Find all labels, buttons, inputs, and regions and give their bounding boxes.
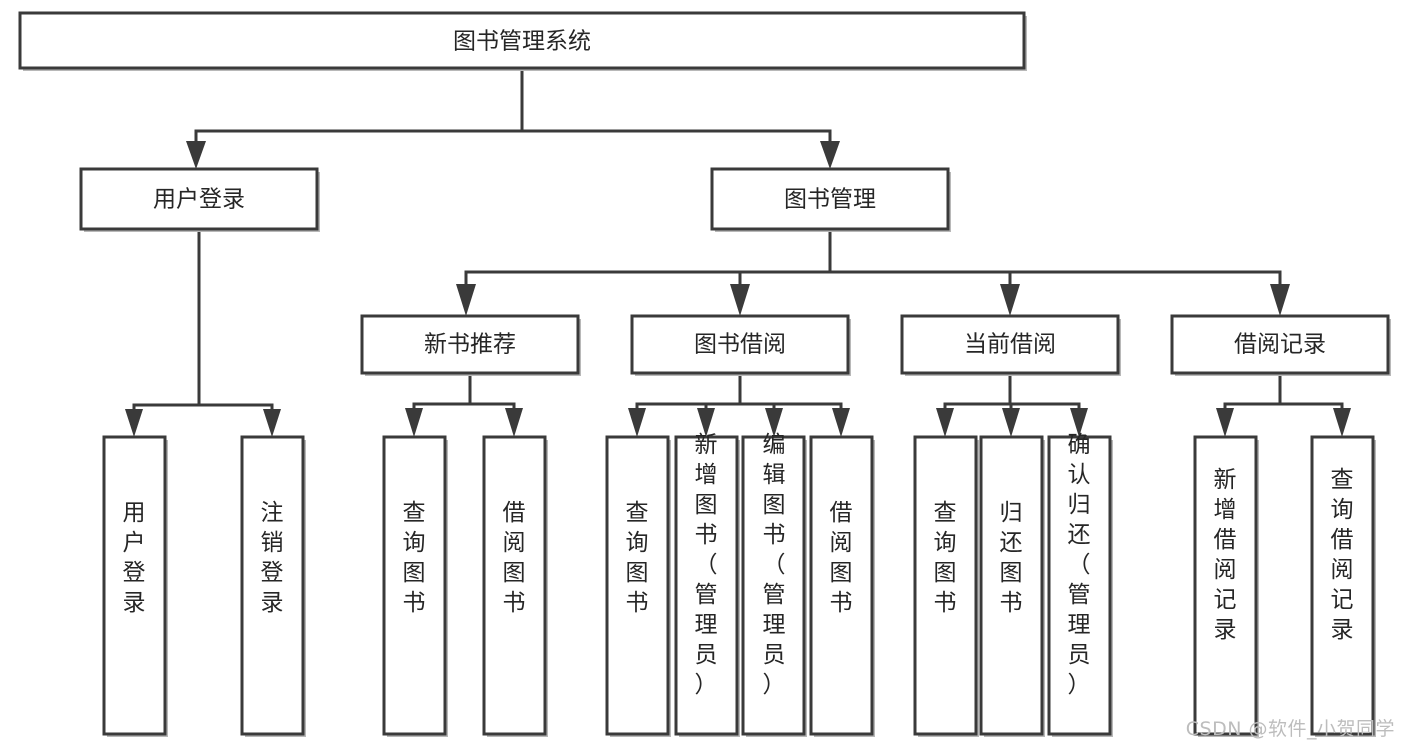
arrow-to-leaf-user-login (125, 409, 143, 437)
node-new-book-recommend-label: 新书推荐 (424, 332, 516, 358)
arrow-to-new-book-recommend (456, 284, 476, 316)
node-current-borrow-box (900, 314, 1120, 375)
arrow-to-leaf-query-book-2 (628, 408, 646, 437)
leaf-return-book[interactable]: 归还图书 (979, 435, 1045, 737)
node-new-book-recommend[interactable]: 新书推荐 (360, 314, 581, 376)
arrow-to-current-borrow (1000, 284, 1020, 316)
leaf-query-book-2-label: 查询图书 (626, 500, 649, 616)
node-borrow-record[interactable]: 借阅记录 (1170, 314, 1391, 376)
arrow-to-leaf-edit-book-admin (765, 408, 783, 437)
leaf-add-book-admin-box (674, 435, 739, 736)
leaf-user-logout-label: 注销登录 (261, 500, 284, 616)
leaf-borrow-book-2[interactable]: 借阅图书 (809, 435, 875, 737)
arrow-to-borrow-record (1270, 284, 1290, 316)
leaf-query-borrow-record-box (1310, 435, 1375, 736)
node-user-login-box (79, 167, 319, 231)
leaf-return-book-label: 归还图书 (1000, 500, 1023, 616)
arrow-to-leaf-confirm-return-admin (1070, 408, 1088, 437)
node-borrow-record-box (1170, 314, 1390, 375)
leaf-query-borrow-record[interactable]: 查询借阅记录 (1310, 435, 1376, 737)
node-book-management[interactable]: 图书管理 (710, 167, 951, 232)
leaf-confirm-return-admin-box (1047, 435, 1112, 736)
arrow-to-leaf-query-book-3 (936, 408, 954, 437)
leaf-borrow-book-1[interactable]: 借阅图书 (482, 435, 548, 737)
leaf-confirm-return-admin-label: 确认归还（管理员） (1068, 432, 1091, 698)
node-user-login-label: 用户登录 (153, 187, 245, 213)
leaf-add-book-admin[interactable]: 新增图书（管理员） (674, 432, 740, 737)
leaf-add-borrow-record-label: 新增借阅记录 (1214, 467, 1237, 643)
leaf-user-logout-box (240, 435, 305, 736)
root-node[interactable]: 图书管理系统 (18, 11, 1027, 71)
arrow-to-leaf-query-book-1 (405, 408, 423, 437)
root-node-box (18, 11, 1026, 70)
leaf-add-borrow-record-box (1193, 435, 1258, 736)
node-book-borrow-box (630, 314, 850, 375)
leaf-query-book-3-label: 查询图书 (934, 500, 957, 616)
leaf-edit-book-admin[interactable]: 编辑图书（管理员） (741, 432, 807, 737)
leaf-borrow-book-1-label: 借阅图书 (503, 500, 526, 616)
leaf-add-book-admin-label: 新增图书（管理员） (695, 432, 718, 698)
arrow-to-leaf-user-logout (263, 409, 281, 437)
leaf-query-book-2[interactable]: 查询图书 (605, 435, 671, 737)
leaf-return-book-box (979, 435, 1044, 736)
arrow-to-leaf-query-borrow-record (1333, 408, 1351, 437)
arrow-to-leaf-add-book-admin (697, 408, 715, 437)
node-book-management-box (710, 167, 950, 231)
arrow-to-leaf-add-borrow-record (1216, 408, 1234, 437)
node-current-borrow-label: 当前借阅 (964, 332, 1056, 358)
leaf-user-logout[interactable]: 注销登录 (240, 435, 306, 737)
leaf-borrow-book-2-label: 借阅图书 (830, 500, 853, 616)
leaf-user-login[interactable]: 用户登录 (102, 435, 168, 737)
connector-layer (125, 66, 1351, 437)
node-book-management-label: 图书管理 (784, 187, 876, 213)
leaf-add-borrow-record[interactable]: 新增借阅记录 (1193, 435, 1259, 737)
leaf-query-borrow-record-label: 查询借阅记录 (1331, 467, 1354, 643)
leaf-query-book-1-label: 查询图书 (403, 500, 426, 616)
arrow-to-book-borrow (730, 284, 750, 316)
node-borrow-record-label: 借阅记录 (1234, 332, 1326, 358)
leaf-edit-book-admin-label: 编辑图书（管理员） (763, 432, 786, 698)
arrow-to-book-management (820, 141, 840, 169)
leaf-user-login-label: 用户登录 (123, 500, 146, 616)
node-new-book-recommend-box (360, 314, 580, 375)
csdn-watermark: CSDN @软件_小贺同学 (1185, 718, 1395, 740)
arrow-to-leaf-borrow-book-2 (832, 408, 850, 437)
leaf-query-book-3[interactable]: 查询图书 (913, 435, 979, 737)
arrow-to-user-login (186, 141, 206, 169)
leaf-borrow-book-2-box (809, 435, 874, 736)
leaf-query-book-1[interactable]: 查询图书 (382, 435, 448, 737)
leaf-query-book-3-box (913, 435, 978, 736)
leaf-edit-book-admin-box (741, 435, 806, 736)
leaf-confirm-return-admin[interactable]: 确认归还（管理员） (1047, 432, 1113, 737)
leaf-query-book-2-box (605, 435, 670, 736)
arrow-to-leaf-return-book (1002, 408, 1020, 437)
node-current-borrow[interactable]: 当前借阅 (900, 314, 1121, 376)
node-user-login[interactable]: 用户登录 (79, 167, 320, 232)
arrow-to-leaf-borrow-book-1 (505, 408, 523, 437)
leaf-user-login-box (102, 435, 167, 736)
node-book-borrow[interactable]: 图书借阅 (630, 314, 851, 376)
leaf-borrow-book-1-box (482, 435, 547, 736)
node-book-borrow-label: 图书借阅 (694, 332, 786, 358)
leaf-query-book-1-box (382, 435, 447, 736)
root-node-label: 图书管理系统 (453, 29, 591, 55)
